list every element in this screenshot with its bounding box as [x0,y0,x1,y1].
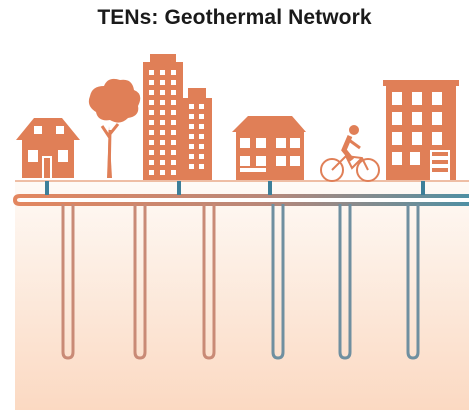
tower-window [160,110,165,115]
brownstone-window [392,112,402,125]
tower-window [171,130,176,135]
brownstone-window [432,132,442,145]
tower-window [199,164,204,169]
tower-window [171,120,176,125]
tower-window [160,90,165,95]
connector-2 [177,181,181,195]
brownstone-window [432,92,442,105]
tower-window [149,120,154,125]
tower-window [171,80,176,85]
tower-window [149,110,154,115]
tower-window [189,124,194,129]
header-pipe [12,194,469,206]
borehole-5 [338,204,352,360]
house-icon [16,118,80,178]
brownstone-icon [383,80,459,180]
borehole-2 [133,204,147,360]
tower-window [199,104,204,109]
tower-window [171,150,176,155]
tower-window [149,130,154,135]
tower-window [160,120,165,125]
tower-window [160,160,165,165]
tower-window [171,170,176,175]
tower-window [149,160,154,165]
cyclist-icon [320,125,380,182]
tower-window [149,70,154,75]
borehole-6 [406,204,420,360]
tower-window [160,70,165,75]
tower-window [189,104,194,109]
tower-window [171,160,176,165]
connector-1 [45,181,49,195]
tower-window [199,154,204,159]
tower-window [171,100,176,105]
connector-3 [268,181,272,195]
tower-window [189,134,194,139]
brownstone-window [392,152,402,165]
tower-window [171,70,176,75]
tower-window [160,130,165,135]
page-title: TENs: Geothermal Network [97,6,372,29]
tower-window [171,140,176,145]
tower-window [149,90,154,95]
tower-window [160,170,165,175]
brownstone-window [410,152,420,165]
tower-window [149,170,154,175]
tower-window [199,144,204,149]
brownstone-window [412,92,422,105]
tower-window [160,140,165,145]
connector-4 [421,181,425,195]
tower-window [189,154,194,159]
service-connectors [45,181,425,195]
tower-window [189,144,194,149]
tower-window [199,124,204,129]
tower-window [160,80,165,85]
brownstone-window [392,132,402,145]
tower-window [160,100,165,105]
tower-window [171,110,176,115]
borehole-1 [61,204,75,360]
tower-window [149,100,154,105]
brownstone-window [432,112,442,125]
brownstone-window [412,112,422,125]
tower-window [171,90,176,95]
borehole-group [61,204,420,360]
brownstone-window [412,132,422,145]
tree-icon [88,78,141,179]
tower-window [149,80,154,85]
apartment-towers-icon [143,54,212,180]
tower-window [149,140,154,145]
tower-window [160,150,165,155]
townhouse-icon [232,116,306,180]
borehole-3 [202,204,216,360]
tower-window [199,134,204,139]
borehole-4 [271,204,285,360]
brownstone-window [392,92,402,105]
tower-window [189,114,194,119]
ground-area [15,181,469,410]
tower-window [199,114,204,119]
tower-window [189,164,194,169]
tower-window [149,150,154,155]
